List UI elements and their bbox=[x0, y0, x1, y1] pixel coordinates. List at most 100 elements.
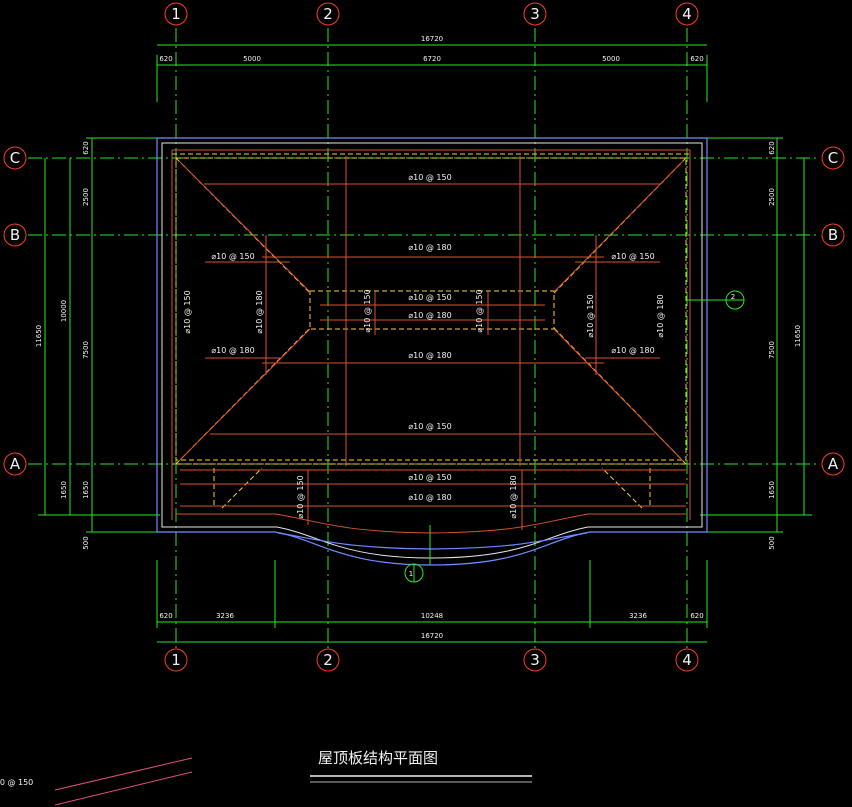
right-dim-620: 620 bbox=[768, 141, 776, 154]
axis-bubble-4-top bbox=[675, 2, 699, 26]
legend-fragment: 10 @ 150 bbox=[0, 757, 193, 806]
axis-label-3-top: 3 bbox=[530, 5, 540, 23]
axis-bubble-1-top bbox=[164, 2, 188, 26]
left-dim-500: 500 bbox=[82, 536, 90, 549]
callout-2-label: 2 bbox=[731, 293, 735, 301]
axis-label-2-bottom: 2 bbox=[323, 651, 333, 669]
rebar-label-middle-main: ⌀10 @ 180 bbox=[408, 351, 451, 360]
axis-label-b-left: B bbox=[10, 226, 20, 244]
rebar-label-right-vert-2: ⌀10 @ 180 bbox=[656, 294, 665, 337]
left-dim-10000: 10000 bbox=[60, 300, 68, 322]
rebar-label-left-vert-1: ⌀10 @ 150 bbox=[183, 290, 192, 333]
hip-slab-top-left bbox=[179, 161, 311, 293]
drawing-title-block: 屋顶板结构平面图 bbox=[310, 749, 532, 783]
rebar-label-center-vert-left: ⌀10 @ 150 bbox=[363, 289, 372, 332]
perimeter-beam-inner bbox=[175, 157, 687, 461]
left-dim-620: 620 bbox=[82, 141, 90, 154]
slab-inner-edge bbox=[161, 142, 703, 559]
rebar-label-left-upper: ⌀10 @ 150 bbox=[211, 252, 254, 261]
axis-bubbles: 1 2 3 4 1 2 3 4 C B A C B A bbox=[3, 2, 845, 672]
eave-rebar-curve bbox=[176, 513, 686, 534]
legend-diagonal-line bbox=[54, 771, 193, 806]
right-dim-2500: 2500 bbox=[768, 188, 776, 206]
callout-1-label: 1 bbox=[409, 570, 413, 578]
axis-label-c-left: C bbox=[10, 149, 20, 167]
axis-label-a-right: A bbox=[828, 455, 839, 473]
right-dim-1650: 1650 bbox=[768, 481, 776, 499]
left-dim-1650-outer: 1650 bbox=[60, 481, 68, 499]
hip-slab-bottom-left bbox=[179, 328, 311, 461]
top-dim-620-right: 620 bbox=[690, 55, 703, 63]
eave-brace-right bbox=[601, 467, 643, 509]
drawing-title: 屋顶板结构平面图 bbox=[318, 749, 438, 767]
bottom-dimensions: 620 3236 10248 3236 620 16720 bbox=[156, 560, 708, 643]
axis-bubble-b-left bbox=[3, 223, 27, 247]
axis-bubble-a-right bbox=[821, 452, 845, 476]
axis-label-4-bottom: 4 bbox=[682, 651, 692, 669]
axis-label-2-top: 2 bbox=[323, 5, 333, 23]
top-dim-6720: 6720 bbox=[423, 55, 441, 63]
rebar-label-right-upper: ⌀10 @ 150 bbox=[611, 252, 654, 261]
legend-diagonal-line bbox=[54, 757, 193, 791]
axis-bubble-4-bottom bbox=[675, 648, 699, 672]
rebar-label-left-vert-2: ⌀10 @ 180 bbox=[255, 290, 264, 333]
rebar-label-eave-vert-left: ⌀10 @ 150 bbox=[296, 475, 305, 518]
bottom-dim-620-left: 620 bbox=[159, 612, 172, 620]
axis-label-1-top: 1 bbox=[171, 5, 181, 23]
axis-label-4-top: 4 bbox=[682, 5, 692, 23]
right-dim-500: 500 bbox=[768, 536, 776, 549]
eave-curve bbox=[277, 532, 588, 550]
axis-label-c-right: C bbox=[828, 149, 838, 167]
slab-outer-edge bbox=[156, 137, 708, 566]
axis-bubble-2-bottom bbox=[316, 648, 340, 672]
axis-bubble-b-right bbox=[821, 223, 845, 247]
grid-lines bbox=[28, 28, 820, 648]
axis-label-1-bottom: 1 bbox=[171, 651, 181, 669]
right-dimensions: 620 2500 7500 1650 500 11650 bbox=[700, 137, 812, 550]
left-dim-11650: 11650 bbox=[35, 325, 43, 347]
hip-slab-top-right bbox=[553, 161, 683, 293]
legend-rebar-text: 10 @ 150 bbox=[0, 778, 33, 787]
top-dim-5000-left: 5000 bbox=[243, 55, 261, 63]
bottom-dim-3236-left: 3236 bbox=[216, 612, 234, 620]
ridge-beam bbox=[309, 290, 555, 330]
axis-bubble-1-bottom bbox=[164, 648, 188, 672]
bottom-dim-10248: 10248 bbox=[421, 612, 443, 620]
rebar-label-eave-vert-right: ⌀10 @ 180 bbox=[509, 475, 518, 518]
right-dim-7500: 7500 bbox=[768, 341, 776, 359]
slab-outline bbox=[156, 137, 708, 566]
rebar-label-center-top: ⌀10 @ 150 bbox=[408, 293, 451, 302]
left-dim-7500: 7500 bbox=[82, 341, 90, 359]
axis-label-b-right: B bbox=[828, 226, 838, 244]
top-total-dim: 16720 bbox=[421, 35, 443, 43]
left-dim-2500: 2500 bbox=[82, 188, 90, 206]
top-dim-620-left: 620 bbox=[159, 55, 172, 63]
rebar-label-upper-main: ⌀10 @ 180 bbox=[408, 243, 451, 252]
rebar-label-right-lower: ⌀10 @ 180 bbox=[611, 346, 654, 355]
left-dim-1650: 1650 bbox=[82, 481, 90, 499]
axis-label-3-bottom: 3 bbox=[530, 651, 540, 669]
perimeter-beam bbox=[171, 153, 691, 465]
axis-bubble-c-right bbox=[821, 146, 845, 170]
top-dimensions: 16720 620 5000 6720 5000 620 bbox=[156, 35, 708, 102]
bottom-total-dim: 16720 bbox=[421, 632, 443, 640]
top-dim-5000-right: 5000 bbox=[602, 55, 620, 63]
rebar-label-center-bottom: ⌀10 @ 180 bbox=[408, 311, 451, 320]
axis-bubble-a-left bbox=[3, 452, 27, 476]
axis-bubble-2-top bbox=[316, 2, 340, 26]
rebar-label-left-lower: ⌀10 @ 180 bbox=[211, 346, 254, 355]
bottom-dim-620-right: 620 bbox=[690, 612, 703, 620]
rebar-label-top-band: ⌀10 @ 150 bbox=[408, 173, 451, 182]
beam-lines bbox=[171, 153, 691, 509]
left-dimensions: 11650 10000 620 2500 7500 1650 1650 500 bbox=[35, 137, 160, 550]
right-dim-11650: 11650 bbox=[794, 325, 802, 347]
rebar-label-eave-top: ⌀10 @ 150 bbox=[408, 473, 451, 482]
hip-slab-bottom-right bbox=[553, 328, 683, 461]
bottom-dim-3236-right: 3236 bbox=[629, 612, 647, 620]
axis-label-a-left: A bbox=[10, 455, 21, 473]
rebar-label-right-vert-1: ⌀10 @ 150 bbox=[586, 294, 595, 337]
rebar-label-lower-main: ⌀10 @ 150 bbox=[408, 422, 451, 431]
slab-reinforcement bbox=[171, 149, 691, 534]
rebar-label-eave-bottom: ⌀10 @ 180 bbox=[408, 493, 451, 502]
